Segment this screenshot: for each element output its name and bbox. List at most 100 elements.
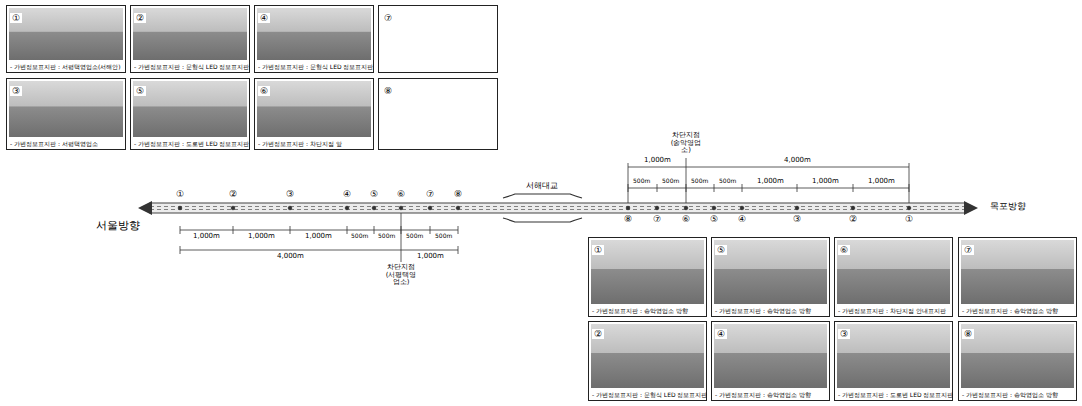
photo-caption: - 가변정보표지판 : 도로변 LED 정보표지판	[134, 139, 247, 148]
photo-frame: ① - 가변정보표지판 : 서평택영업소(서해안)	[6, 5, 126, 73]
photo-frame: ① - 가변정보표지판 : 송악영업소 방향	[588, 237, 707, 317]
road-photo	[961, 324, 1074, 388]
photo-frame: ⑤ - 가변정보표지판 : 도로변 LED 정보표지판	[130, 78, 250, 150]
photo-frame: ⑥ - 가변정보표지판 : 차단지점 앞	[254, 78, 374, 150]
road-photo	[133, 8, 247, 60]
photo-number: ②	[134, 13, 146, 23]
distance: 4,000m	[784, 157, 811, 165]
photo-caption: - 가변정보표지판 : 차단지점 앞	[258, 139, 371, 148]
distance: 1,000m	[868, 178, 895, 186]
photo-caption: - 가변정보표지판 : 서평택영업소(서해안)	[10, 62, 123, 71]
photo-frame: ⑤ - 가변정보표지판 : 송악영업소 방향	[711, 237, 830, 317]
photo-number: ⑧	[382, 86, 394, 96]
distance: 500m	[662, 178, 679, 185]
photo-frame: ⑥ - 가변정보표지판 : 차단지점 안내표지판	[834, 237, 953, 317]
left-markers	[178, 206, 460, 262]
bridge-mark	[503, 218, 582, 222]
photo-caption: - 가변정보표지판 : 문형식 LED 정보표지판	[134, 62, 247, 71]
photo-number: ③	[10, 86, 22, 96]
photo-number: ②	[592, 329, 604, 339]
photo-caption: - 가변정보표지판 : 송악영업소 방향	[962, 390, 1074, 399]
road-photo	[9, 81, 123, 137]
point-number: ⑧	[454, 190, 462, 200]
direction-arrow	[138, 201, 152, 215]
road-photo	[714, 240, 827, 304]
distance: 1,000m	[193, 233, 220, 241]
direction-label: 목포방향	[990, 202, 1026, 212]
road-photo	[591, 240, 704, 304]
photo-frame: ⑦	[378, 5, 498, 73]
point-number: ⑤	[370, 190, 378, 200]
road-photo	[257, 81, 371, 137]
distance: 1,000m	[757, 178, 784, 186]
direction-label: 서울방향	[96, 220, 140, 232]
point-number: ①	[176, 190, 184, 200]
photo-number: ④	[258, 13, 270, 23]
photo-caption: - 가변정보표지판 : 송악영업소 방향	[715, 306, 827, 315]
photo-number: ⑥	[258, 86, 270, 96]
point-number: ①	[905, 215, 913, 225]
photo-caption: - 가변정보표지판 : 문형식 LED 정보표지판	[258, 62, 371, 71]
photo-caption: - 가변정보표지판 : 문형식 LED 정보표지판	[592, 390, 704, 399]
photo-number: ⑤	[134, 86, 146, 96]
distance: 500m	[406, 233, 423, 240]
point-number: ⑦	[653, 215, 661, 225]
photo-caption: - 가변정보표지판 : 송악영업소 방향	[715, 390, 827, 399]
distance: 1,000m	[812, 178, 839, 186]
point-number: ②	[849, 215, 857, 225]
photo-caption: - 가변정보표지판 : 도로변 LED 정보표지판	[838, 390, 950, 399]
point-number: ③	[286, 190, 294, 200]
distance: 500m	[691, 178, 708, 185]
distance: 1,000m	[417, 253, 444, 261]
photo-caption: - 가변정보표지판 : 송악영업소 방향	[962, 306, 1074, 315]
photo-number: ④	[715, 329, 727, 339]
photo-frame: ⑧	[378, 78, 498, 150]
photo-frame: ⑦- 가변정보표지판 : 송악영업소 방향	[958, 237, 1077, 317]
point-number: ③	[793, 215, 801, 225]
road-photo	[837, 240, 950, 304]
photo-number: ⑤	[715, 245, 727, 255]
cutoff-point: 차단지점 (송악영업소)	[669, 132, 703, 155]
photo-frame: ② - 가변정보표지판 : 문형식 LED 정보표지판	[130, 5, 250, 73]
point-number: ⑧	[624, 215, 632, 225]
photo-number: ⑧	[962, 329, 974, 339]
photo-number: ③	[838, 329, 850, 339]
photo-frame: ② - 가변정보표지판 : 문형식 LED 정보표지판	[588, 321, 707, 401]
bridge-name: 서해대교	[526, 182, 558, 191]
distance: 500m	[378, 233, 395, 240]
point-number: ④	[738, 215, 746, 225]
point-number: ②	[229, 190, 237, 200]
highway-band	[150, 203, 965, 213]
photo-frame: ③ - 가변정보표지판 : 도로변 LED 정보표지판	[834, 321, 953, 401]
distance: 4,000m	[277, 253, 304, 261]
direction-arrow	[964, 201, 978, 215]
point-number: ⑥	[682, 215, 690, 225]
road-photo	[9, 8, 123, 60]
right-markers	[626, 158, 911, 210]
photo-number: ①	[592, 245, 604, 255]
distance: 500m	[633, 178, 650, 185]
point-number: ④	[343, 190, 351, 200]
photo-number: ⑥	[838, 245, 850, 255]
cutoff-point: 차단지점 (서평택영업소)	[384, 264, 418, 287]
photo-number: ⑦	[382, 13, 394, 23]
road-photo	[714, 324, 827, 388]
photo-frame: ⑧ - 가변정보표지판 : 송악영업소 방향	[958, 321, 1077, 401]
distance: 1,000m	[644, 157, 671, 165]
distance: 1,000m	[305, 233, 332, 241]
distance: 500m	[435, 233, 452, 240]
road-photo	[837, 324, 950, 388]
photo-caption: - 가변정보표지판 : 서평택영업소	[10, 139, 123, 148]
photo-number: ①	[10, 13, 22, 23]
road-photo	[591, 324, 704, 388]
lane-line	[150, 206, 965, 207]
distance: 500m	[719, 178, 736, 185]
lane-line	[150, 209, 965, 210]
road-photo	[133, 81, 247, 137]
road-photo	[961, 240, 1074, 304]
distance: 1,000m	[248, 233, 275, 241]
distance: 500m	[351, 233, 368, 240]
photo-caption: - 가변정보표지판 : 차단지점 안내표지판	[838, 306, 950, 315]
point-number: ⑦	[426, 190, 434, 200]
photo-caption: - 가변정보표지판 : 송악영업소 방향	[592, 306, 704, 315]
